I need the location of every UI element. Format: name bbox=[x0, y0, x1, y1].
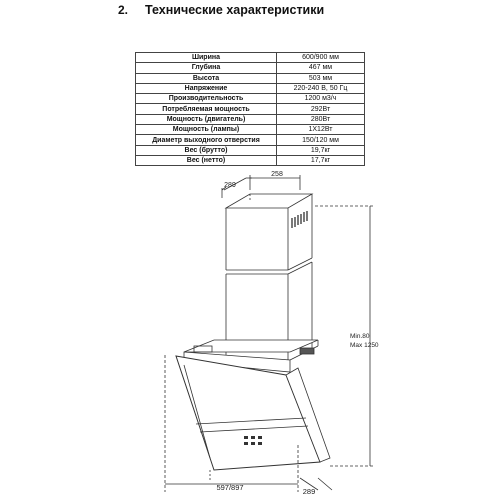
spec-value: 17,7кг bbox=[276, 154, 365, 167]
dim-width-top-line bbox=[249, 175, 301, 190]
dim-height-max-label: Max 1250 bbox=[350, 342, 379, 349]
table-row: Вес (нетто)17,7кг bbox=[135, 154, 365, 167]
dim-depth-top-label: 289 bbox=[224, 182, 236, 189]
section-number: 2. bbox=[118, 3, 129, 17]
section-title: Технические характеристики bbox=[145, 3, 325, 17]
dim-bottom-lines bbox=[164, 355, 333, 492]
dim-depth-bottom-label: 289 bbox=[303, 487, 316, 496]
section-heading: 2. Технические характеристики bbox=[0, 3, 500, 23]
hood-body bbox=[175, 339, 331, 471]
dim-height-min-label: Min.80 bbox=[350, 333, 370, 340]
control-panel bbox=[244, 436, 262, 445]
vent-grille bbox=[291, 211, 308, 228]
dim-width-bottom-label: 597/897 bbox=[216, 483, 243, 492]
chimney-upper bbox=[224, 193, 314, 270]
dim-width-top-label: 258 bbox=[271, 171, 283, 178]
dim-height-line bbox=[315, 205, 374, 467]
